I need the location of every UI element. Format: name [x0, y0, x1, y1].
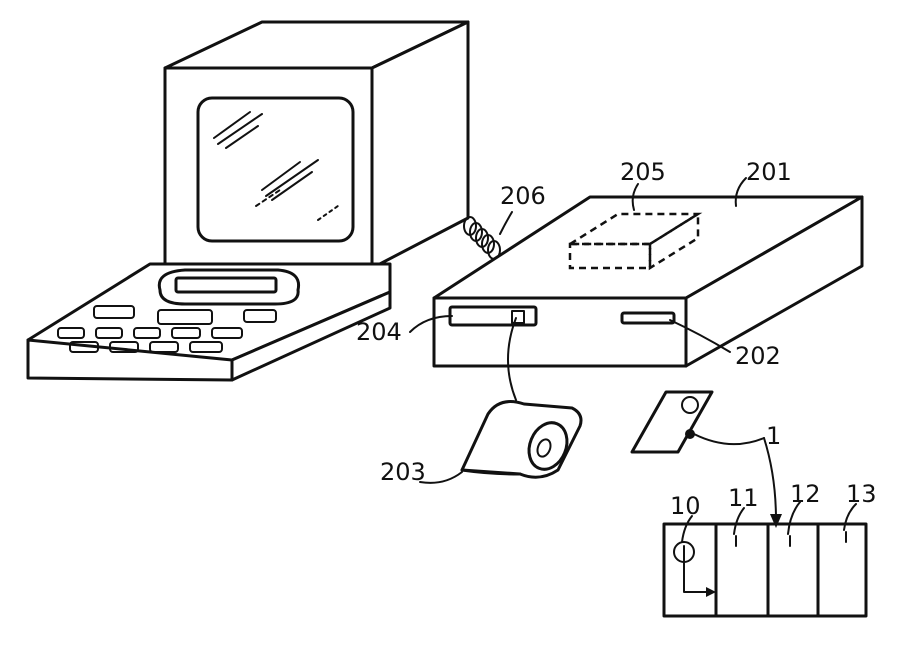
monitor-screen: [196, 96, 355, 243]
smart-card: 1: [630, 390, 782, 528]
label-13: 13: [846, 480, 877, 508]
label-201: 201: [746, 158, 792, 186]
cartridge-hub: [536, 438, 552, 458]
cable-leader: [499, 211, 513, 235]
label-10: 10: [670, 492, 701, 520]
monitor: [163, 20, 470, 270]
module-10-arrowhead: [706, 587, 716, 597]
card-arrowhead: [770, 514, 782, 528]
module-block: 10 11 12 13: [662, 480, 877, 618]
label-1: 1: [766, 422, 781, 450]
card-arrow-shaft: [763, 437, 777, 521]
leader-205: [631, 183, 639, 211]
computer-terminal: 206: [26, 20, 546, 382]
hidden-component: [565, 211, 703, 271]
cartridge-path: [507, 317, 517, 401]
coiled-cable: [463, 216, 501, 260]
leader-203: [419, 471, 463, 484]
label-203: 203: [380, 458, 426, 486]
keyboard-side: [230, 290, 392, 382]
keyboard-display: [157, 268, 301, 306]
display-window: [174, 276, 278, 294]
slot-insert: [511, 310, 525, 324]
keyboard: [26, 262, 392, 382]
module-10-link: [683, 561, 709, 593]
block-outline: [662, 522, 868, 618]
label-202: 202: [735, 342, 781, 370]
main-unit: 205 201 204 202: [356, 158, 864, 370]
label-204: 204: [356, 318, 402, 346]
leader-10: [681, 515, 693, 543]
label-206: 206: [500, 182, 546, 210]
leader-204: [409, 315, 453, 333]
tape-cartridge: 203: [380, 317, 583, 486]
screen-glare: [213, 111, 339, 221]
cartridge-edge: [460, 468, 522, 476]
card-circle: [681, 396, 699, 414]
cartridge-body: [460, 400, 583, 479]
keys: [57, 305, 277, 353]
card-link: [693, 433, 765, 446]
cartridge-reel: [527, 421, 569, 471]
card-chip: [685, 429, 695, 439]
unit-front: [432, 296, 688, 368]
leader-12: [787, 501, 801, 535]
label-11: 11: [728, 484, 759, 512]
label-205: 205: [620, 158, 666, 186]
right-slot: [620, 311, 676, 325]
leader-13: [843, 503, 857, 531]
label-12: 12: [790, 480, 821, 508]
leader-11: [733, 507, 745, 535]
leader-202: [669, 319, 731, 353]
leader-201: [734, 177, 747, 207]
card-body: [630, 390, 714, 454]
